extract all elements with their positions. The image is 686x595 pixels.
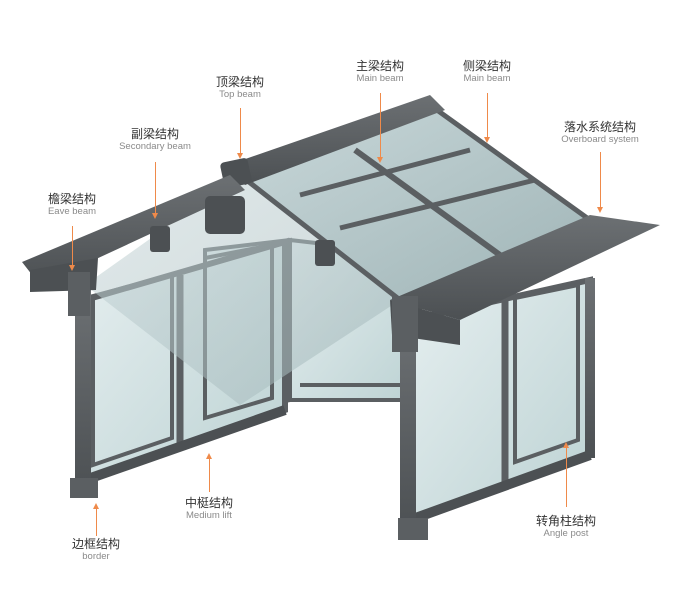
secondary-beam-profile <box>205 196 245 234</box>
side-beam-arrow <box>484 93 490 143</box>
overboard-gutter <box>390 215 660 320</box>
label-main-beam: 主梁结构 Main beam <box>355 59 405 85</box>
label-top-beam: 顶梁结构 Top beam <box>215 75 265 101</box>
label-medium-lift-en: Medium lift <box>186 509 232 521</box>
label-side-beam-en: Main beam <box>463 72 511 84</box>
label-angle-post: 转角柱结构 Angle post <box>535 514 597 540</box>
top-beam-profile <box>228 95 445 185</box>
label-secondary-beam-zh: 副梁结构 <box>130 127 180 141</box>
label-border-zh: 边框结构 <box>71 537 121 551</box>
label-secondary-beam: 副梁结构 Secondary beam <box>119 127 191 153</box>
label-overboard-system-en: Overboard system <box>561 133 639 145</box>
main-beam-arrow <box>377 93 383 163</box>
angle-post-front <box>400 320 416 535</box>
angle-post-right <box>585 278 595 458</box>
overboard-system-arrow <box>597 152 603 213</box>
main-beam-rafter <box>353 147 502 258</box>
label-eave-beam-en: Eave beam <box>47 205 97 217</box>
top-beam-arrow <box>237 108 243 159</box>
label-angle-post-en: Angle post <box>543 527 589 539</box>
label-main-beam-zh: 主梁结构 <box>355 59 405 73</box>
label-angle-post-zh: 转角柱结构 <box>535 514 597 528</box>
label-medium-lift-zh: 中梃结构 <box>184 496 234 510</box>
label-eave-beam: 檐梁结构 Eave beam <box>47 192 97 218</box>
label-overboard-system: 落水系统结构 Overboard system <box>561 120 639 146</box>
angle-post-arrow <box>563 442 569 507</box>
label-side-beam-zh: 侧梁结构 <box>462 59 512 73</box>
label-top-beam-zh: 顶梁结构 <box>215 75 265 89</box>
label-overboard-system-zh: 落水系统结构 <box>563 120 636 134</box>
label-border-en: border <box>82 550 110 562</box>
label-top-beam-en: Top beam <box>219 88 261 100</box>
label-border: 边框结构 border <box>71 537 121 563</box>
eave-beam-left <box>22 175 245 285</box>
label-medium-lift: 中梃结构 Medium lift <box>184 496 234 522</box>
medium-lift-arrow <box>206 453 212 492</box>
label-eave-beam-zh: 檐梁结构 <box>47 192 96 206</box>
eave-beam-arrow <box>69 226 75 271</box>
border-post-left <box>75 290 91 495</box>
label-secondary-beam-en: Secondary beam <box>119 140 191 152</box>
secondary-beam-arrow <box>152 162 158 219</box>
label-main-beam-en: Main beam <box>356 72 404 84</box>
border-arrow <box>93 503 99 536</box>
label-side-beam: 侧梁结构 Main beam <box>462 59 512 85</box>
